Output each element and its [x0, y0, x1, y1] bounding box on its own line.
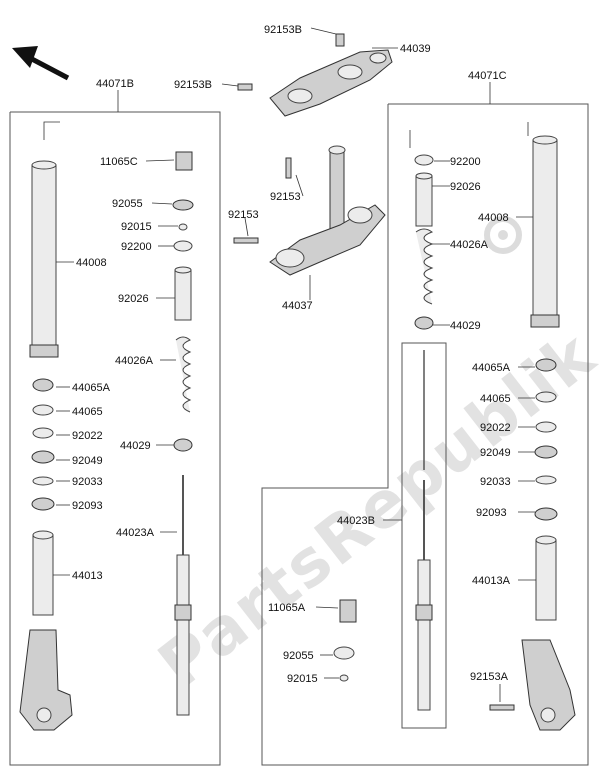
label-11065c: 11065C [100, 156, 138, 168]
label-44008-right: 44008 [478, 212, 509, 224]
label-44029-right: 44029 [450, 320, 481, 332]
label-44039: 44039 [400, 43, 431, 55]
front-direction-arrow-icon [12, 46, 70, 81]
left-cartridge-parts [172, 151, 194, 716]
right-cartridge-top-parts [409, 130, 434, 330]
label-92026-right: 92026 [450, 181, 481, 193]
label-92026-left: 92026 [118, 293, 149, 305]
watermark: PartsRepublik [146, 216, 600, 703]
right-small-parts [534, 358, 558, 521]
label-11065a: 11065A [268, 602, 306, 614]
right-outer-tube [530, 135, 560, 328]
lower-bracket-stem [233, 145, 386, 276]
label-92049-right: 92049 [480, 447, 511, 459]
label-92015-left: 92015 [121, 221, 152, 233]
left-inner-tube [19, 530, 73, 731]
label-92153a: 92153A [470, 671, 509, 683]
label-92200-right: 92200 [450, 156, 481, 168]
left-outer-tube [29, 160, 59, 358]
right-assembly-frame [261, 103, 589, 766]
label-92093-right: 92093 [476, 507, 507, 519]
label-44065-right: 44065 [480, 393, 511, 405]
label-44071c: 44071C [468, 70, 507, 82]
label-44026a-right: 44026A [450, 239, 489, 251]
label-92055-left: 92055 [112, 198, 143, 210]
label-92153b-left: 92153B [174, 79, 212, 91]
gear-watermark-icon [484, 216, 522, 254]
label-44037: 44037 [282, 300, 313, 312]
label-44008-left: 44008 [76, 257, 107, 269]
left-assembly-frame [9, 111, 221, 766]
label-92033-left: 92033 [72, 476, 103, 488]
label-92153-mid-a: 92153 [270, 191, 301, 203]
label-92022-left: 92022 [72, 430, 103, 442]
label-44065a-right: 44065A [472, 362, 511, 374]
label-44071b: 44071B [96, 78, 134, 90]
left-small-parts [31, 378, 55, 511]
part-labels: 92153B 44039 92153B 44071B 44071C 11065C… [72, 24, 511, 685]
right-cartridge-damper [333, 342, 447, 729]
label-92093-left: 92093 [72, 500, 103, 512]
label-92055-right: 92055 [283, 650, 314, 662]
label-44065-left: 44065 [72, 406, 103, 418]
label-92049-left: 92049 [72, 455, 103, 467]
label-44013: 44013 [72, 570, 103, 582]
label-44029-left: 44029 [120, 440, 151, 452]
label-44023a: 44023A [116, 527, 155, 539]
label-92033-right: 92033 [480, 476, 511, 488]
upper-bracket [237, 33, 393, 117]
label-92153-mid-b: 92153 [228, 209, 259, 221]
label-44026a-left: 44026A [115, 355, 154, 367]
label-92153b-top: 92153B [264, 24, 302, 36]
label-44065a-left: 44065A [72, 382, 111, 394]
label-44013a: 44013A [472, 575, 511, 587]
right-inner-tube [489, 535, 576, 731]
label-92015-right: 92015 [287, 673, 318, 685]
label-44023b: 44023B [337, 515, 375, 527]
label-92200-left: 92200 [121, 241, 152, 253]
label-92022-right: 92022 [480, 422, 511, 434]
